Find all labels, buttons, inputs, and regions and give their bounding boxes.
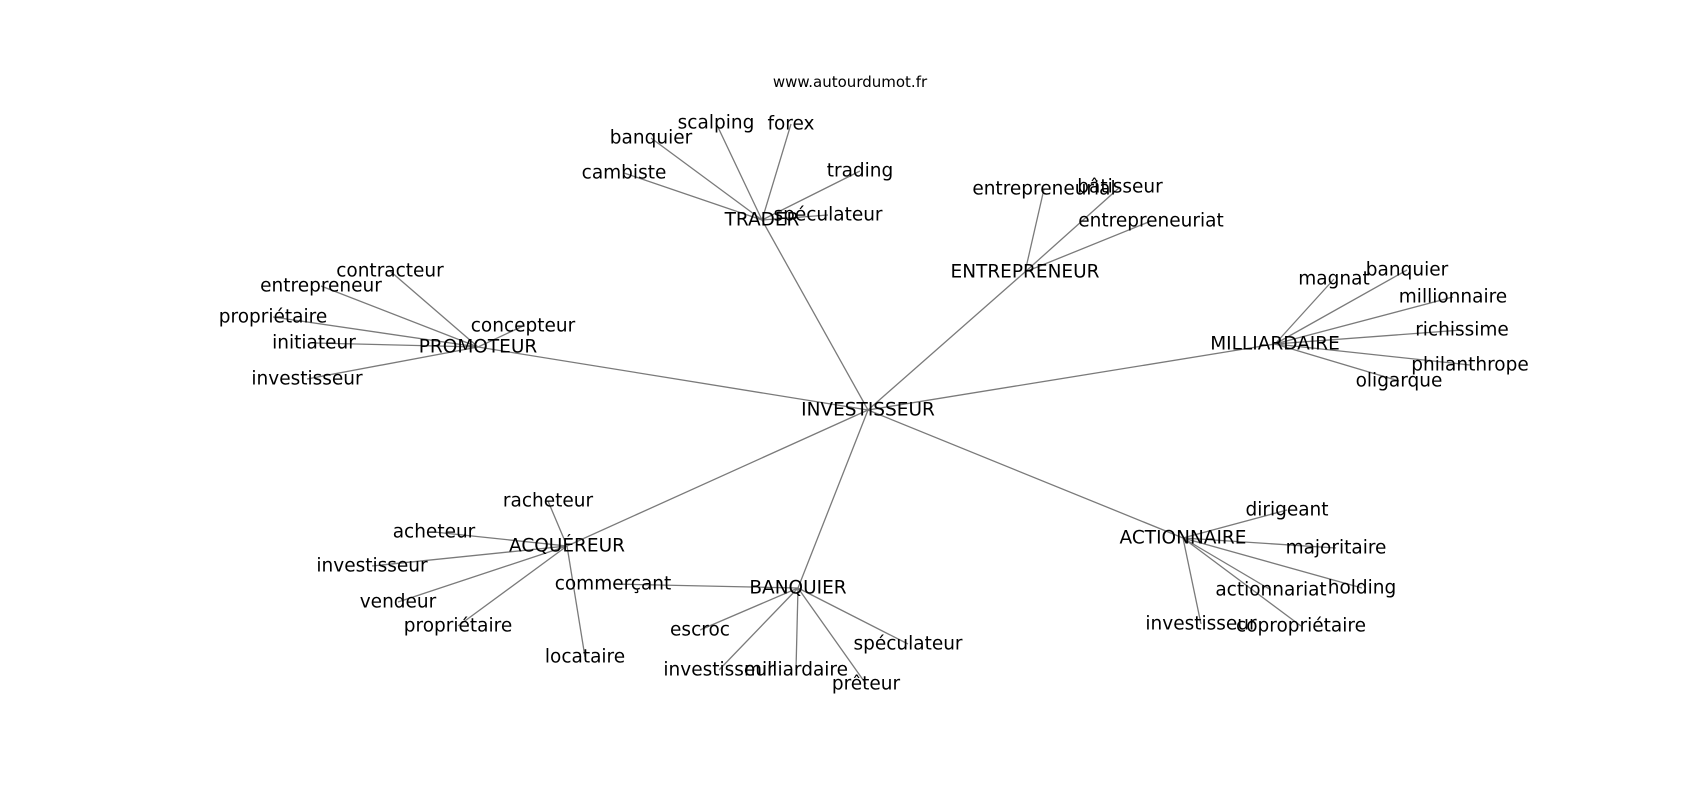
leaf-node-label: entrepreneuriat	[1078, 211, 1223, 232]
edge-hub-to-leaf	[320, 285, 479, 348]
edge-hub-to-leaf	[272, 316, 479, 348]
leaf-node-label: majoritaire	[1286, 538, 1387, 559]
edge-hub-to-leaf	[650, 137, 763, 221]
hub-node-label: ENTREPRENEUR	[951, 262, 1100, 283]
edge-hub-to-leaf	[1182, 537, 1302, 627]
leaf-node-label: escroc	[670, 620, 730, 641]
leaf-node-label: propriétaire	[404, 616, 512, 637]
leaf-node-label: cambiste	[582, 163, 667, 184]
leaf-node-label: millionnaire	[1399, 287, 1507, 308]
edge-center-to-hub	[867, 271, 1026, 411]
edge-hub-to-leaf	[795, 587, 799, 671]
edge-hub-to-leaf	[1182, 537, 1337, 549]
edge-hub-to-leaf	[477, 325, 524, 348]
edge-center-to-hub	[761, 219, 869, 411]
edge-center-to-hub	[566, 409, 869, 547]
edge-hub-to-leaf	[1274, 329, 1463, 345]
edge-hub-to-leaf	[1182, 537, 1202, 625]
leaf-node-label: concepteur	[471, 316, 576, 337]
edge-center-to-hub	[867, 409, 1184, 539]
leaf-node-label: holding	[1328, 578, 1397, 599]
leaf-node-label: oligarque	[1356, 371, 1443, 392]
edge-hub-to-leaf	[797, 587, 867, 685]
edge-hub-to-leaf	[699, 587, 799, 631]
edge-center-to-hub	[797, 409, 869, 589]
edge-hub-to-leaf	[313, 342, 479, 348]
leaf-node-label: forex	[767, 114, 814, 135]
edge-hub-to-leaf	[1274, 343, 1471, 366]
leaf-node-label: vendeur	[360, 592, 437, 613]
edge-hub-to-leaf	[612, 583, 799, 589]
edge-hub-to-leaf	[1182, 509, 1288, 539]
hub-node-label: PROMOTEUR	[419, 337, 538, 358]
edge-hub-to-leaf	[1024, 188, 1045, 273]
edge-hub-to-leaf	[1274, 296, 1454, 345]
edge-hub-to-leaf	[761, 123, 792, 221]
leaf-node-label: acheteur	[393, 522, 476, 543]
leaf-node-label: investisseur	[316, 556, 428, 577]
edge-hub-to-leaf	[389, 270, 479, 348]
edge-hub-to-leaf	[1274, 343, 1400, 382]
edge-hub-to-leaf	[306, 346, 479, 380]
leaf-node-label: racheteur	[503, 491, 594, 512]
leaf-node-label: propriétaire	[219, 307, 327, 328]
leaf-node-label: trading	[827, 161, 894, 182]
edge-hub-to-leaf	[1182, 537, 1272, 591]
edge-hub-to-leaf	[566, 545, 586, 658]
leaf-node-label: actionnariat	[1215, 580, 1326, 601]
edge-hub-to-leaf	[1274, 278, 1335, 345]
edge-hub-to-leaf	[718, 587, 799, 671]
edge-hub-to-leaf	[1274, 269, 1408, 345]
graph-labels: INVESTISSEUR TRADER scalping forex banquier t…	[219, 113, 1529, 695]
center-node-label: INVESTISSEUR	[801, 400, 935, 421]
hub-node-label: ACQUÉREUR	[509, 535, 625, 557]
leaf-node-label: richissime	[1415, 320, 1509, 341]
leaf-node-label: spéculateur	[773, 205, 882, 226]
leaf-node-label: initiateur	[272, 333, 356, 354]
leaf-node-label: investisseur	[1145, 614, 1257, 635]
hub-node-label: MILLIARDAIRE	[1210, 334, 1340, 355]
leaf-node-label: copropriétaire	[1236, 616, 1366, 637]
leaf-node-label: milliardaire	[744, 660, 848, 681]
edge-hub-to-leaf	[1024, 220, 1152, 273]
edge-hub-to-leaf	[457, 545, 568, 627]
edge-hub-to-leaf	[433, 531, 568, 547]
leaf-node-label: prêteur	[832, 674, 901, 695]
leaf-node-label: magnat	[1298, 269, 1369, 290]
hub-node-label: TRADER	[724, 210, 800, 231]
leaf-node-label: scalping	[678, 113, 755, 134]
leaf-node-label: commerçant	[555, 574, 672, 595]
edge-center-to-hub	[477, 346, 869, 411]
hub-node-label: ACTIONNAIRE	[1120, 528, 1247, 549]
edge-hub-to-leaf	[797, 587, 909, 645]
edge-hub-to-leaf	[1024, 186, 1121, 273]
edge-hub-to-leaf	[1182, 537, 1363, 589]
graph-edges	[272, 122, 1471, 685]
leaf-node-label: locataire	[545, 647, 625, 668]
leaf-node-label: contracteur	[336, 261, 444, 282]
edge-hub-to-leaf	[761, 170, 861, 221]
source-watermark: www.autourdumot.fr	[772, 73, 928, 91]
edge-hub-to-leaf	[623, 172, 763, 221]
edge-center-to-hub	[867, 343, 1276, 411]
leaf-node-label: spéculateur	[853, 634, 962, 655]
edge-hub-to-leaf	[761, 214, 829, 221]
edge-hub-to-leaf	[397, 545, 568, 603]
leaf-node-label: dirigeant	[1245, 500, 1328, 521]
hub-node-label: BANQUIER	[749, 578, 846, 599]
leaf-node-label: bâtisseur	[1077, 177, 1163, 198]
edge-hub-to-leaf	[547, 500, 568, 547]
leaf-node-label: philanthrope	[1411, 355, 1528, 376]
leaf-node-label: entrepreneur	[260, 276, 382, 297]
leaf-node-label: investisseur	[251, 369, 363, 390]
leaf-node-label: entrepreneurial	[972, 179, 1115, 200]
leaf-node-label: banquier	[610, 128, 693, 149]
leaf-node-label: investisseur	[663, 660, 775, 681]
edge-hub-to-leaf	[715, 122, 763, 221]
leaf-node-label: banquier	[1366, 260, 1449, 281]
edge-hub-to-leaf	[371, 545, 568, 567]
